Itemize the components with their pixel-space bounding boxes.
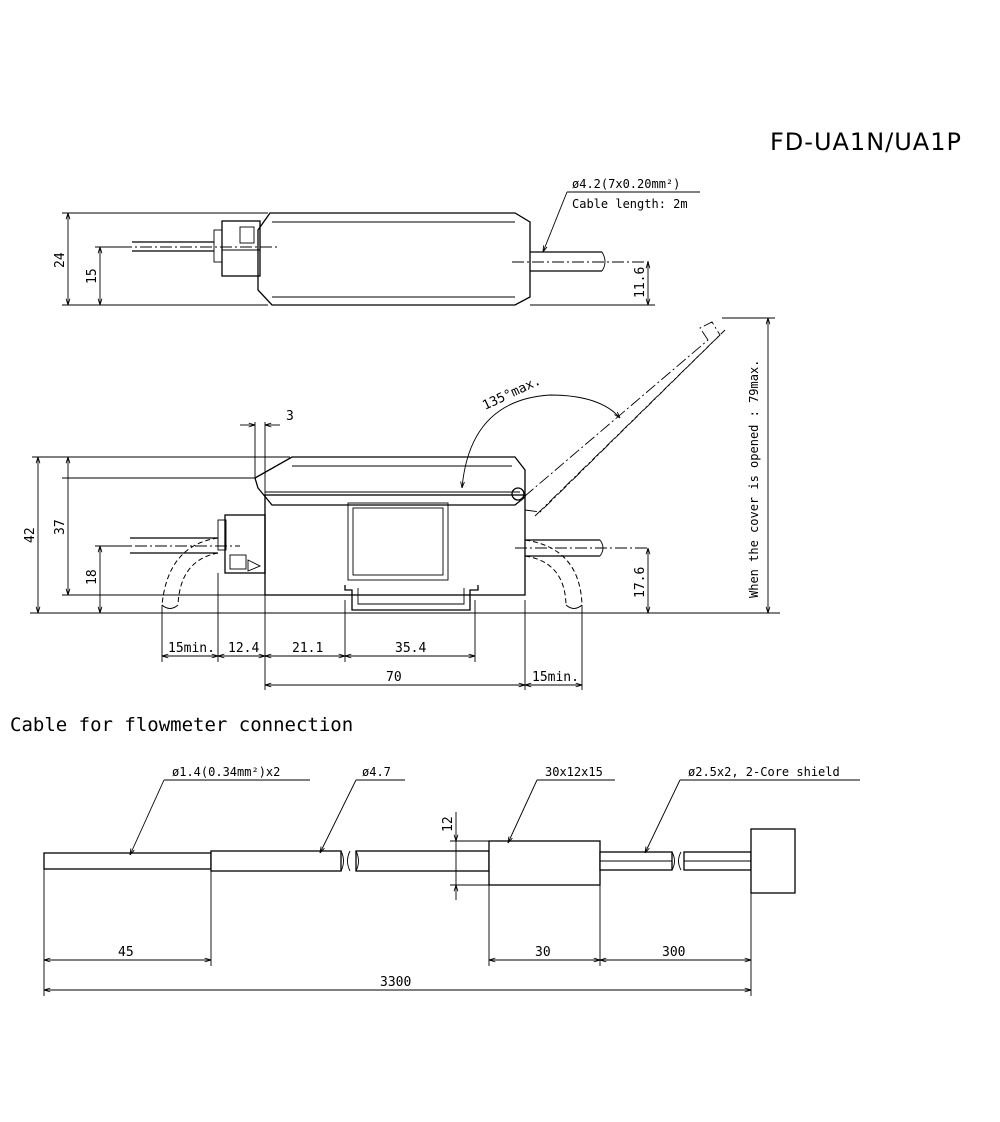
dim-45: 45 <box>118 945 134 960</box>
top-body-outline <box>257 212 531 306</box>
dim-35-4: 35.4 <box>395 641 426 656</box>
dim-3300: 3300 <box>380 975 411 990</box>
dim-24: 24 <box>53 252 68 268</box>
wire-pair <box>43 852 212 870</box>
side-connector <box>224 514 266 574</box>
cable-callout-spec: ø4.2(7x0.20mm²) <box>572 177 680 191</box>
side-cover <box>254 456 526 506</box>
dim-11-6: 11.6 <box>633 267 648 298</box>
dim-21-1: 21.1 <box>292 641 323 656</box>
dim-70: 70 <box>386 670 402 685</box>
dim-18: 18 <box>85 569 100 585</box>
dim-30: 30 <box>535 945 551 960</box>
dim-42: 42 <box>23 527 38 543</box>
din-rail <box>344 585 479 611</box>
cable-drawing: ø1.4(0.34mm²)x2 ø4.7 30x12x15 ø2.5x2, 2-… <box>43 765 860 996</box>
cable-section-heading: Cable for flowmeter connection <box>10 714 353 736</box>
ferrite-block <box>488 840 601 886</box>
dim-15min-left: 15min. <box>168 641 215 656</box>
dim-12: 12 <box>441 816 456 832</box>
callout-wire: ø1.4(0.34mm²)x2 <box>172 765 280 779</box>
cable-sheath <box>210 850 342 872</box>
dim-3: 3 <box>286 409 294 424</box>
side-view: 135°max. 42 37 18 17.6 3 When the cover … <box>23 317 780 690</box>
dim-12-4: 12.4 <box>228 641 259 656</box>
angle-135-label: 135°max. <box>480 374 543 414</box>
cover-opened-note: When the cover is opened : 79max. <box>747 360 761 598</box>
dim-15: 15 <box>85 268 100 284</box>
callout-sheath: ø4.7 <box>362 765 391 779</box>
callout-shield: ø2.5x2, 2-Core shield <box>688 765 840 779</box>
model-title: FD-UA1N/UA1P <box>770 128 962 156</box>
dim-37: 37 <box>53 519 68 535</box>
cable-connector <box>750 828 796 894</box>
cable-callout-length: Cable length: 2m <box>572 197 688 211</box>
dim-15min-right: 15min. <box>532 670 579 685</box>
dim-300: 300 <box>662 945 685 960</box>
dim-17-6: 17.6 <box>633 567 648 598</box>
callout-block: 30x12x15 <box>545 765 603 779</box>
top-view: 24 15 11.6 ø4.2(7x0.20mm²) Cable length:… <box>53 177 700 306</box>
cover-hinge <box>511 487 525 501</box>
